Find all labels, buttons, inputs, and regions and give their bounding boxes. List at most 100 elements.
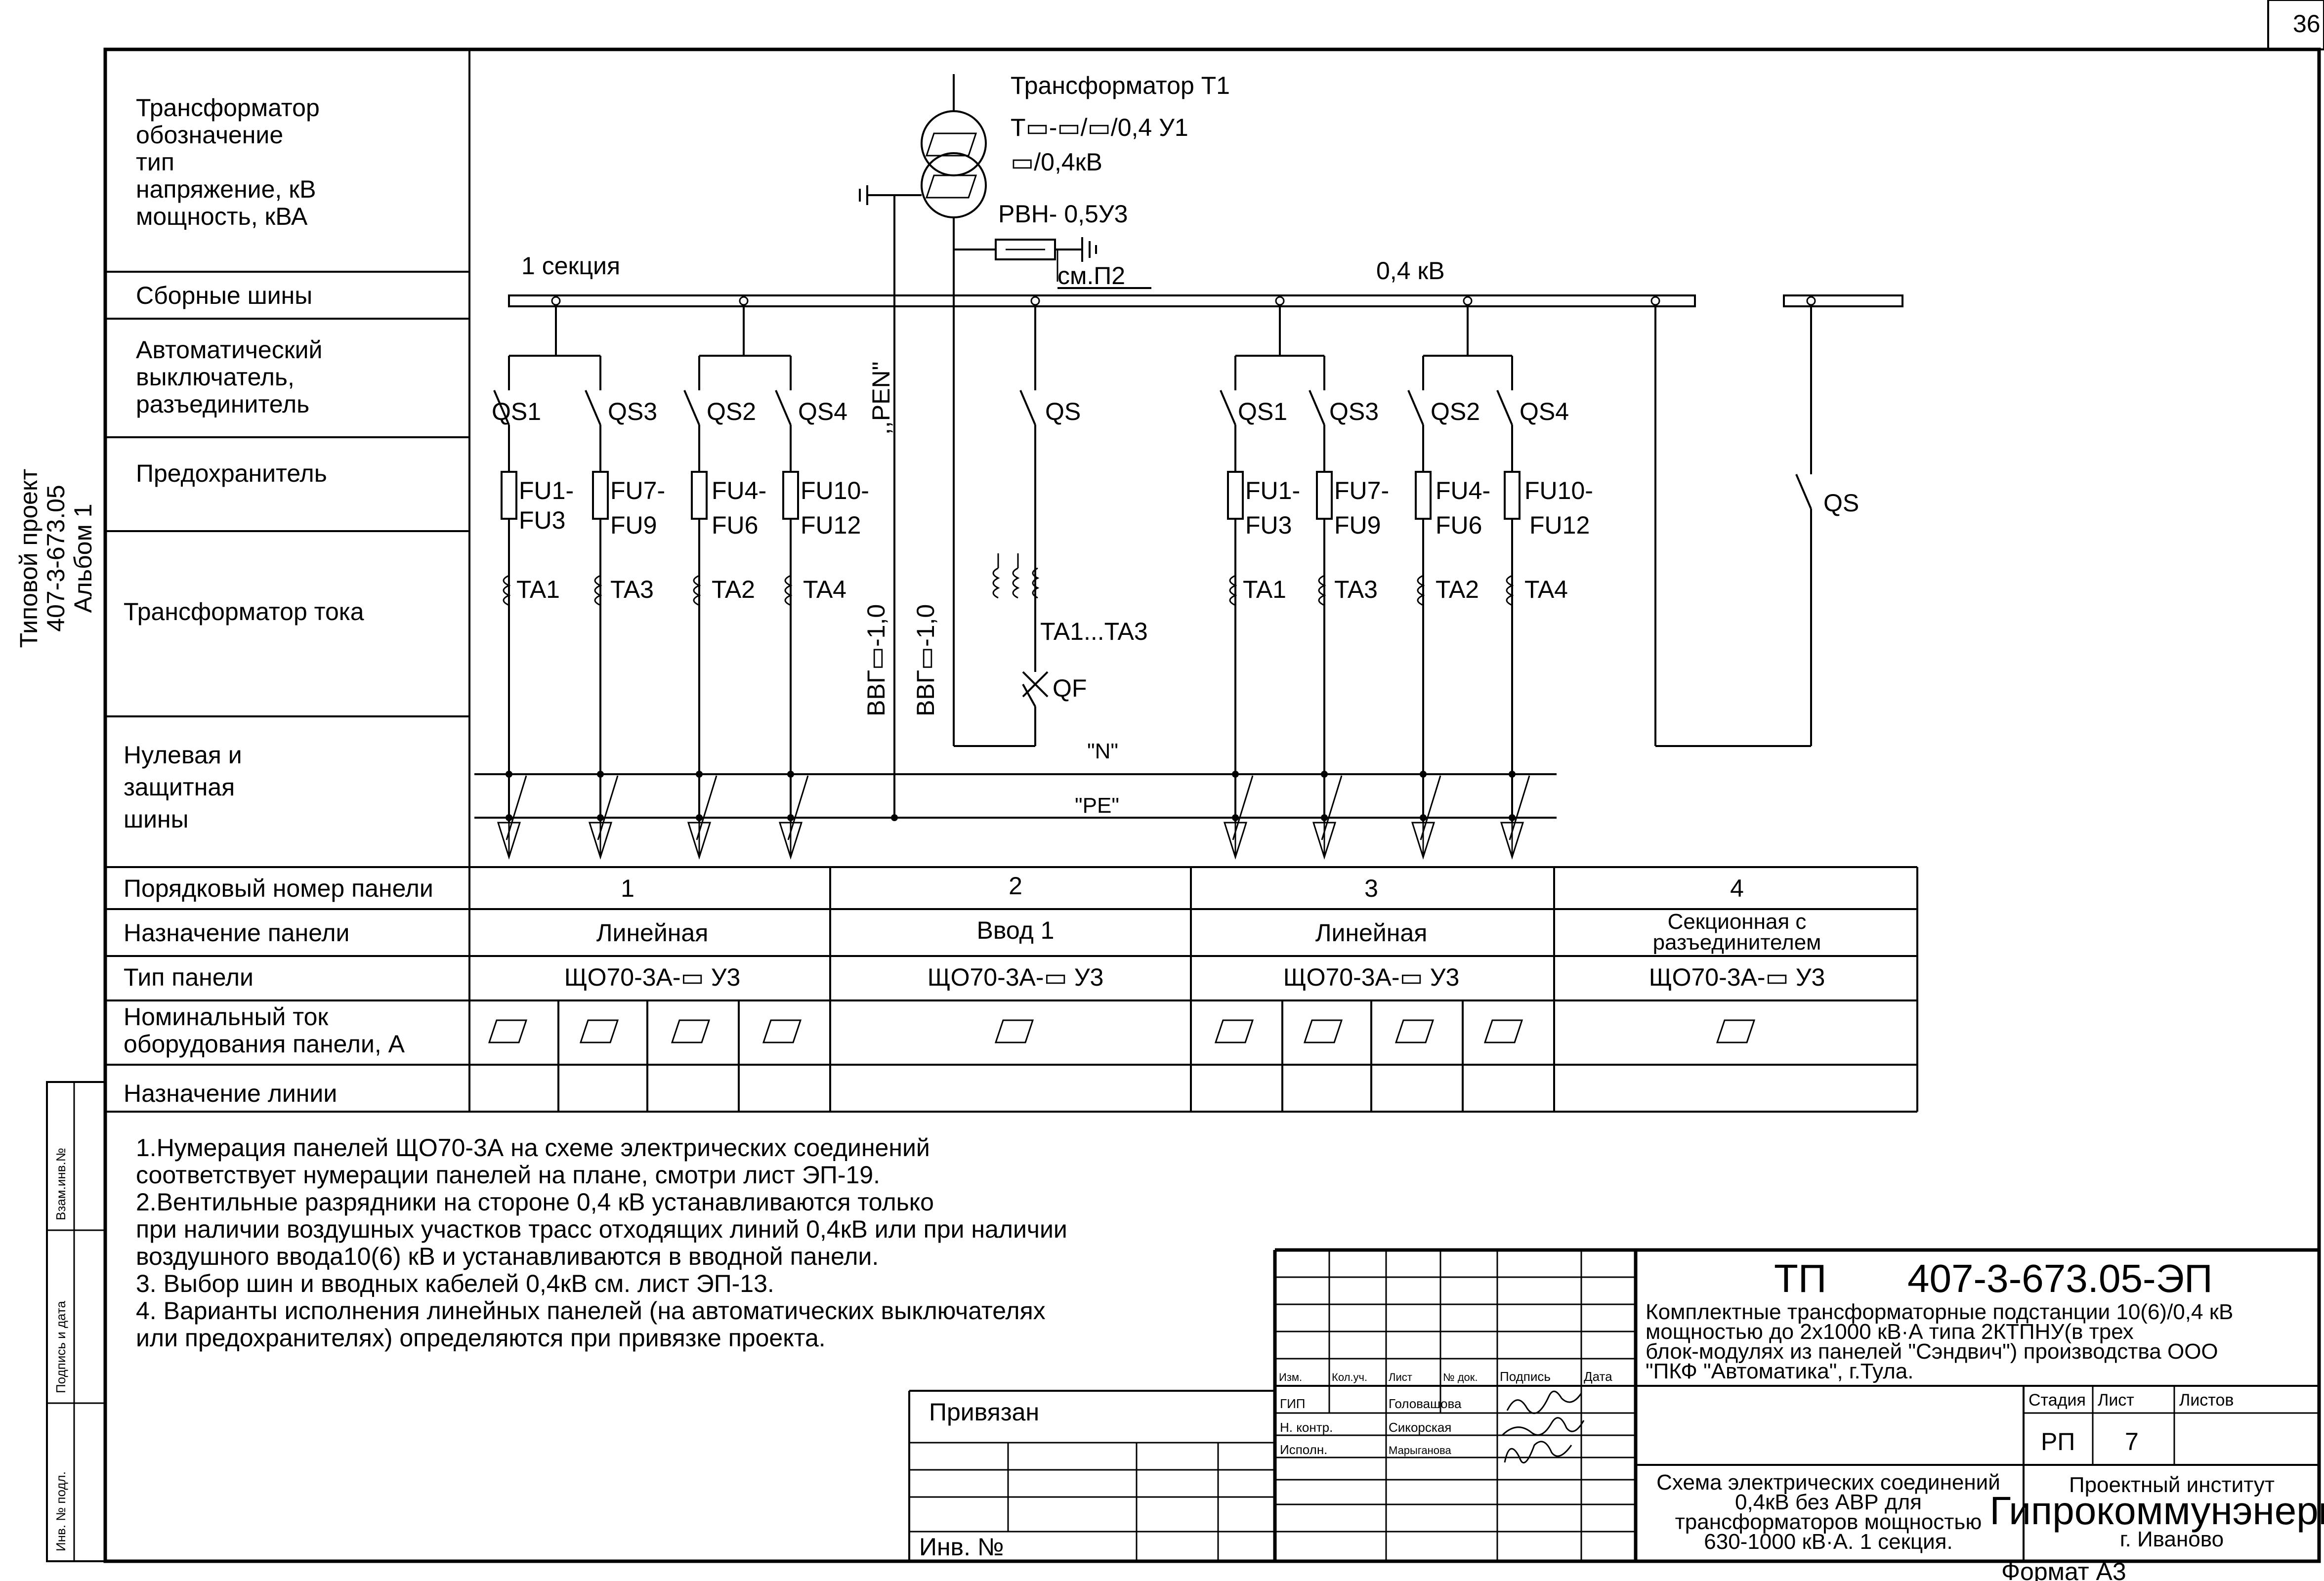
pe-bus-label: "PE" — [1075, 793, 1119, 818]
fu3-label-p1: FU3 — [519, 506, 565, 534]
role-gip: ГИП — [1280, 1396, 1305, 1411]
qs4-label-p3: QS4 — [1520, 398, 1569, 425]
panel-4-purpose-2: разъединителем — [1653, 930, 1821, 955]
scheme-4: 630-1000 кВ·А. 1 секция. — [1704, 1530, 1952, 1554]
panel-table-grid — [105, 866, 1918, 1113]
panel-3-type: ЩО70-3А-▭ У3 — [1283, 963, 1460, 991]
name-gip: Головашова — [1389, 1396, 1462, 1411]
row-label-breaker-3: разъединитель — [136, 390, 309, 418]
row-label-neutral-1: Нулевая и — [124, 741, 242, 769]
bus-taps — [509, 296, 1816, 357]
code-prefix: ТП — [1774, 1256, 1826, 1300]
doc-desc-4: "ПКФ "Автоматика", г.Тула. — [1646, 1359, 1914, 1383]
row-label-neutral-2: защитная — [124, 773, 235, 801]
cable-label-2: ВВГ▭-1,0 — [912, 604, 939, 716]
left-stamp: Взам.инв.№ Подпись и дата Инв. № подл. — [46, 1081, 106, 1562]
n-bus-label: "N" — [1087, 739, 1118, 763]
table-row-num: Порядковый номер панели — [124, 874, 433, 902]
fu10-label-p3: FU10- — [1524, 477, 1593, 504]
fu7-label-p3: FU7- — [1334, 477, 1389, 504]
panel-2-num: 2 — [1009, 872, 1022, 900]
format-label: Формат А3 — [2001, 1558, 2126, 1581]
panel-4-num: 4 — [1730, 874, 1744, 902]
row-label-breaker-2: выключатель, — [136, 363, 295, 391]
panel-2-type: ЩО70-3А-▭ У3 — [928, 963, 1104, 991]
transformer-t1 — [859, 74, 987, 815]
name-nkontr: Сикорская — [1389, 1420, 1451, 1435]
input-panel-2 — [953, 296, 1049, 747]
fu9-label-p3: FU9 — [1334, 511, 1381, 539]
note-4a: 4. Варианты исполнения линейных панелей … — [136, 1297, 1046, 1325]
qf-label: QF — [1053, 674, 1087, 702]
org-line-1: Проектный институт — [2069, 1473, 2275, 1497]
main-busbar — [508, 294, 1696, 307]
drawing-frame — [103, 47, 2321, 1563]
stage-value: РП — [2041, 1428, 2075, 1456]
fu6-label-p1: FU6 — [712, 511, 758, 539]
head-izm: Изм. — [1279, 1371, 1302, 1383]
current-placeholders — [488, 1019, 1756, 1043]
row-label-transformer-5: мощность, кВА — [136, 203, 308, 230]
doc-code: 407-3-673.05-ЭП — [1907, 1256, 2213, 1300]
ta2-label-p3: TA2 — [1436, 576, 1479, 603]
note-2a: 2.Вентильные разрядники на стороне 0,4 к… — [136, 1188, 934, 1216]
panel-1-purpose: Линейная — [596, 919, 709, 947]
table-row-purpose: Назначение панели — [124, 919, 349, 947]
ta3-label-p1: TA3 — [610, 576, 654, 603]
note-2b: при наличии воздушных участков трасс отх… — [136, 1215, 1067, 1243]
sectional-panel-4 — [1654, 306, 1812, 747]
stamp-vzam: Взам.инв.№ — [53, 1148, 68, 1220]
qs-label-p2: QS — [1045, 398, 1081, 425]
row-label-transformer-3: тип — [136, 148, 174, 176]
ta3-label-p3: TA3 — [1334, 576, 1378, 603]
fu10-label-p1: FU10- — [801, 477, 869, 504]
table-row-type: Тип панели — [124, 963, 254, 991]
row-label-ct: Трансформатор тока — [124, 598, 364, 625]
scheme-3: трансформаторов мощностью — [1675, 1510, 1982, 1534]
row-label-transformer-4: напряжение, кВ — [136, 175, 316, 203]
fu9-label-p1: FU9 — [610, 511, 657, 539]
note-4b: или предохранителях) определяются при пр… — [136, 1324, 826, 1352]
org-line-2: Гипрокоммунэнерго — [1989, 1489, 2324, 1533]
panel-1-type: ЩО70-3А-▭ У3 — [564, 963, 741, 991]
table-row-current-2: оборудования панели, А — [124, 1030, 405, 1058]
fu12-label-p3: FU12 — [1529, 511, 1590, 539]
fu4-label-p3: FU4- — [1436, 477, 1490, 504]
table-row-line: Назначение линии — [124, 1080, 337, 1107]
surge-arrester — [954, 237, 1097, 282]
bus-section-label: 1 секция — [521, 252, 620, 280]
ta4-label-p1: TA4 — [803, 576, 846, 603]
stamp-podpis: Подпись и дата — [53, 1300, 68, 1393]
fu1-label-p3: FU1- — [1245, 477, 1300, 504]
arrester-label: РВН- 0,5У3 — [998, 200, 1128, 228]
row-label-neutral-3: шины — [124, 805, 189, 833]
fu3-label-p3: FU3 — [1245, 511, 1292, 539]
sheet-header: Лист — [2098, 1391, 2134, 1410]
ta1-label-p3: TA1 — [1243, 576, 1286, 603]
role-ispoln: Исполн. — [1280, 1442, 1327, 1457]
doc-desc-1: Комплектные трансформаторные подстанции … — [1646, 1300, 2233, 1324]
row-label-breaker-1: Автоматический — [136, 336, 322, 364]
ta1-label-p1: TA1 — [516, 576, 560, 603]
note-3: 3. Выбор шин и вводных кабелей 0,4кВ см.… — [136, 1270, 774, 1297]
transformer-title: Трансформатор Т1 — [1011, 72, 1230, 99]
title-block-grid — [908, 1248, 2319, 1561]
panel-3-purpose: Линейная — [1315, 919, 1428, 947]
qs2-label-p1: QS2 — [707, 398, 756, 425]
panel-1-num: 1 — [621, 874, 634, 902]
scheme-1: Схема электрических соединений — [1656, 1470, 2000, 1495]
head-ndok: № док. — [1443, 1371, 1478, 1383]
panel-2-purpose: Ввод 1 — [977, 916, 1055, 944]
qs1-label-p1: QS1 — [492, 398, 541, 425]
head-list: Лист — [1389, 1371, 1412, 1383]
doc-desc-3: блок-модулях из панелей "Сэндвич") произ… — [1646, 1339, 2218, 1364]
qs3-label-p1: QS3 — [608, 398, 657, 425]
sheet-value: 7 — [2125, 1428, 2139, 1456]
ta4-label-p3: TA4 — [1524, 576, 1568, 603]
stamp-inv: Инв. № подл. — [53, 1471, 68, 1551]
note-1a: 1.Нумерация панелей ЩО70-3А на схеме эле… — [136, 1134, 930, 1162]
role-nkontr: Н. контр. — [1280, 1420, 1333, 1435]
ta2-label-p1: TA2 — [712, 576, 755, 603]
qs3-label-p3: QS3 — [1329, 398, 1379, 425]
qs2-label-p3: QS2 — [1431, 398, 1480, 425]
